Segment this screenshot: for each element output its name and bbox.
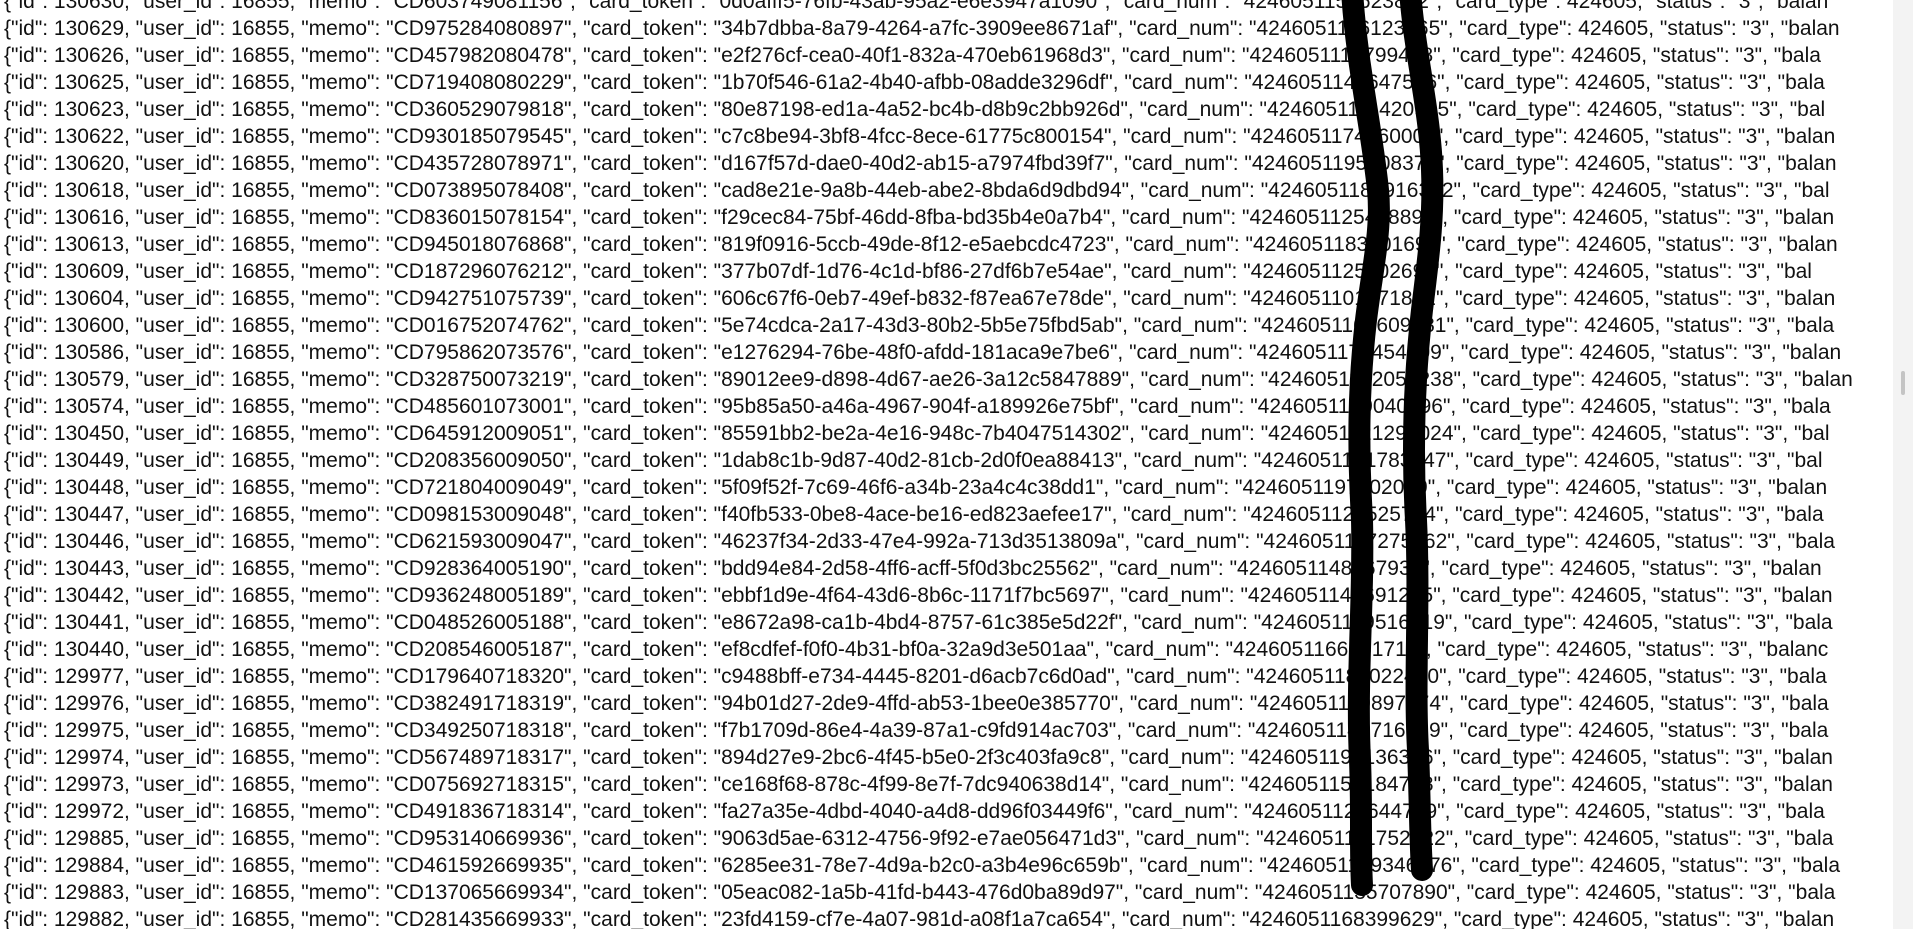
json-record-line: {"id": 130622, "user_id": 16855, "memo":… [4, 125, 1836, 148]
vertical-scrollbar[interactable] [1893, 0, 1913, 929]
json-record-line: {"id": 130629, "user_id": 16855, "memo":… [4, 17, 1840, 40]
json-record-line: {"id": 130613, "user_id": 16855, "memo":… [4, 233, 1838, 256]
json-record-line: {"id": 130440, "user_id": 16855, "memo":… [4, 638, 1829, 661]
json-record-line: {"id": 130600, "user_id": 16855, "memo":… [4, 314, 1835, 337]
json-record-line: {"id": 130625, "user_id": 16855, "memo":… [4, 71, 1825, 94]
json-record-line: {"id": 129977, "user_id": 16855, "memo":… [4, 665, 1827, 688]
json-record-line: {"id": 130618, "user_id": 16855, "memo":… [4, 179, 1830, 202]
json-record-line: {"id": 130616, "user_id": 16855, "memo":… [4, 206, 1835, 229]
json-record-line: {"id": 130586, "user_id": 16855, "memo":… [4, 341, 1842, 364]
json-record-line: {"id": 130630, "user_id": 16855, "memo":… [4, 0, 1829, 13]
json-record-line: {"id": 130574, "user_id": 16855, "memo":… [4, 395, 1831, 418]
json-record-line: {"id": 130450, "user_id": 16855, "memo":… [4, 422, 1830, 445]
json-record-line: {"id": 130448, "user_id": 16855, "memo":… [4, 476, 1828, 499]
json-record-line: {"id": 129976, "user_id": 16855, "memo":… [4, 692, 1829, 715]
json-record-line: {"id": 129974, "user_id": 16855, "memo":… [4, 746, 1833, 769]
json-record-line: {"id": 129885, "user_id": 16855, "memo":… [4, 827, 1834, 850]
json-record-line: {"id": 130609, "user_id": 16855, "memo":… [4, 260, 1812, 283]
json-record-line: {"id": 130447, "user_id": 16855, "memo":… [4, 503, 1824, 526]
json-record-line: {"id": 130443, "user_id": 16855, "memo":… [4, 557, 1822, 580]
json-record-line: {"id": 130441, "user_id": 16855, "memo":… [4, 611, 1833, 634]
json-record-line: {"id": 129883, "user_id": 16855, "memo":… [4, 881, 1836, 904]
json-record-line: {"id": 130446, "user_id": 16855, "memo":… [4, 530, 1835, 553]
json-record-line: {"id": 130604, "user_id": 16855, "memo":… [4, 287, 1836, 310]
json-record-line: {"id": 130620, "user_id": 16855, "memo":… [4, 152, 1837, 175]
json-record-line: {"id": 130623, "user_id": 16855, "memo":… [4, 98, 1826, 121]
json-record-line: {"id": 129882, "user_id": 16855, "memo":… [4, 908, 1835, 929]
json-record-line: {"id": 130442, "user_id": 16855, "memo":… [4, 584, 1833, 607]
json-record-line: {"id": 130579, "user_id": 16855, "memo":… [4, 368, 1853, 391]
json-record-line: {"id": 129973, "user_id": 16855, "memo":… [4, 773, 1833, 796]
json-record-line: {"id": 130626, "user_id": 16855, "memo":… [4, 44, 1821, 67]
json-lines-text: {"id": 130630, "user_id": 16855, "memo":… [4, 0, 1853, 929]
json-record-line: {"id": 129972, "user_id": 16855, "memo":… [4, 800, 1825, 823]
json-record-line: {"id": 130449, "user_id": 16855, "memo":… [4, 449, 1823, 472]
scrollbar-thumb[interactable] [1901, 371, 1905, 395]
json-record-line: {"id": 129975, "user_id": 16855, "memo":… [4, 719, 1829, 742]
json-record-line: {"id": 129884, "user_id": 16855, "memo":… [4, 854, 1841, 877]
